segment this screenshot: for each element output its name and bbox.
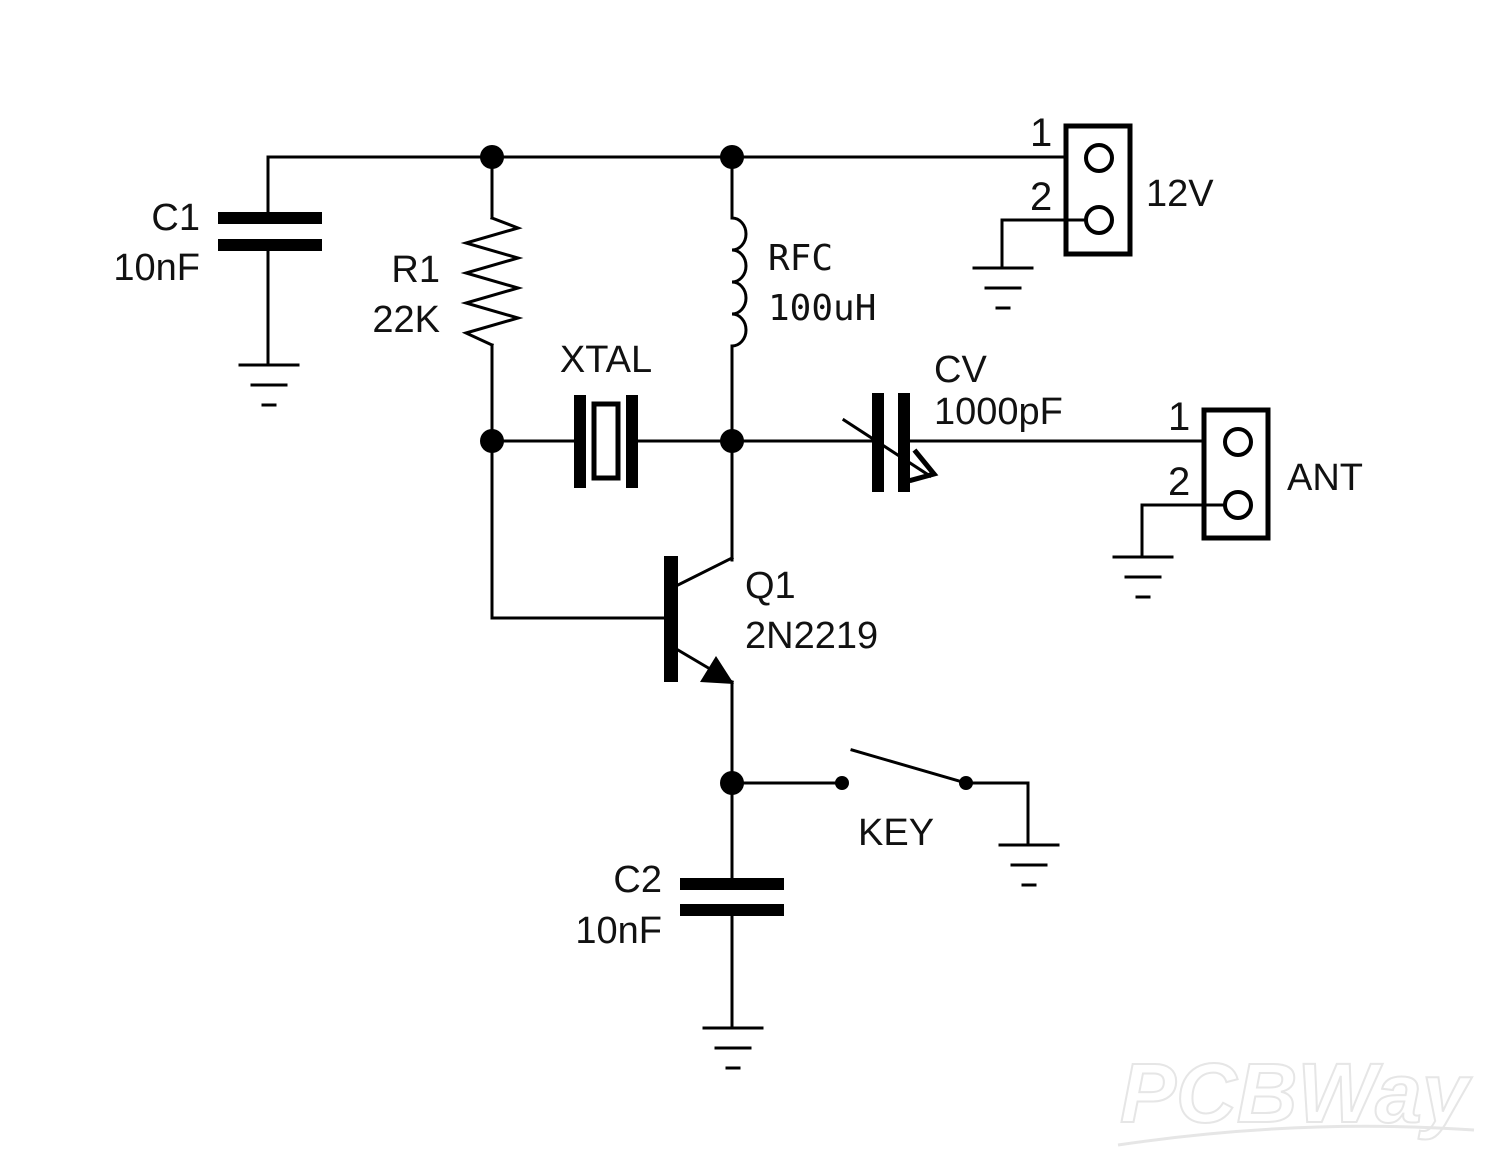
- supply-rail: [266, 145, 1074, 169]
- power-label: 12V: [1146, 173, 1214, 215]
- r1-ref: R1: [391, 249, 440, 291]
- r1-value: 22K: [372, 299, 440, 341]
- ant-label: ANT: [1287, 457, 1363, 499]
- watermark: PCBWay: [1120, 1046, 1473, 1140]
- xtal-ref: XTAL: [560, 339, 652, 381]
- rfc-value: 100uH: [768, 288, 876, 329]
- c2-capacitor: [680, 878, 784, 1030]
- r1-resistor: [460, 155, 667, 620]
- power-connector: [1000, 123, 1133, 270]
- q1-value: 2N2219: [745, 615, 878, 657]
- xtal-crystal: [490, 395, 734, 488]
- cv-variable-capacitor: [730, 393, 1214, 492]
- ground-icon: [972, 266, 1034, 310]
- ant-pin-2: 2: [1168, 460, 1190, 504]
- power-pin-1: 1: [1030, 111, 1052, 155]
- rfc-ref: RFC: [768, 238, 833, 279]
- ant-pin-1: 1: [1168, 395, 1190, 439]
- c1-capacitor: [218, 155, 322, 367]
- cv-value: 1000pF: [934, 391, 1063, 433]
- key-switch: [720, 748, 1030, 847]
- c1-value: 10nF: [113, 247, 200, 289]
- q1-ref: Q1: [745, 565, 796, 607]
- ground-icon: [702, 1026, 764, 1070]
- ground-icon: [238, 363, 300, 407]
- q1-transistor: [664, 555, 735, 882]
- c2-ref: C2: [613, 859, 662, 901]
- watermark-swoosh: [1117, 1124, 1475, 1147]
- power-pin-2: 2: [1030, 175, 1052, 219]
- rfc-inductor: [720, 155, 748, 562]
- cv-ref: CV: [934, 349, 987, 391]
- key-ref: KEY: [858, 812, 934, 854]
- c2-value: 10nF: [575, 910, 662, 952]
- c1-ref: C1: [151, 197, 200, 239]
- antenna-connector: [1140, 407, 1271, 559]
- ground-icon: [998, 843, 1060, 887]
- ground-icon: [1112, 555, 1174, 599]
